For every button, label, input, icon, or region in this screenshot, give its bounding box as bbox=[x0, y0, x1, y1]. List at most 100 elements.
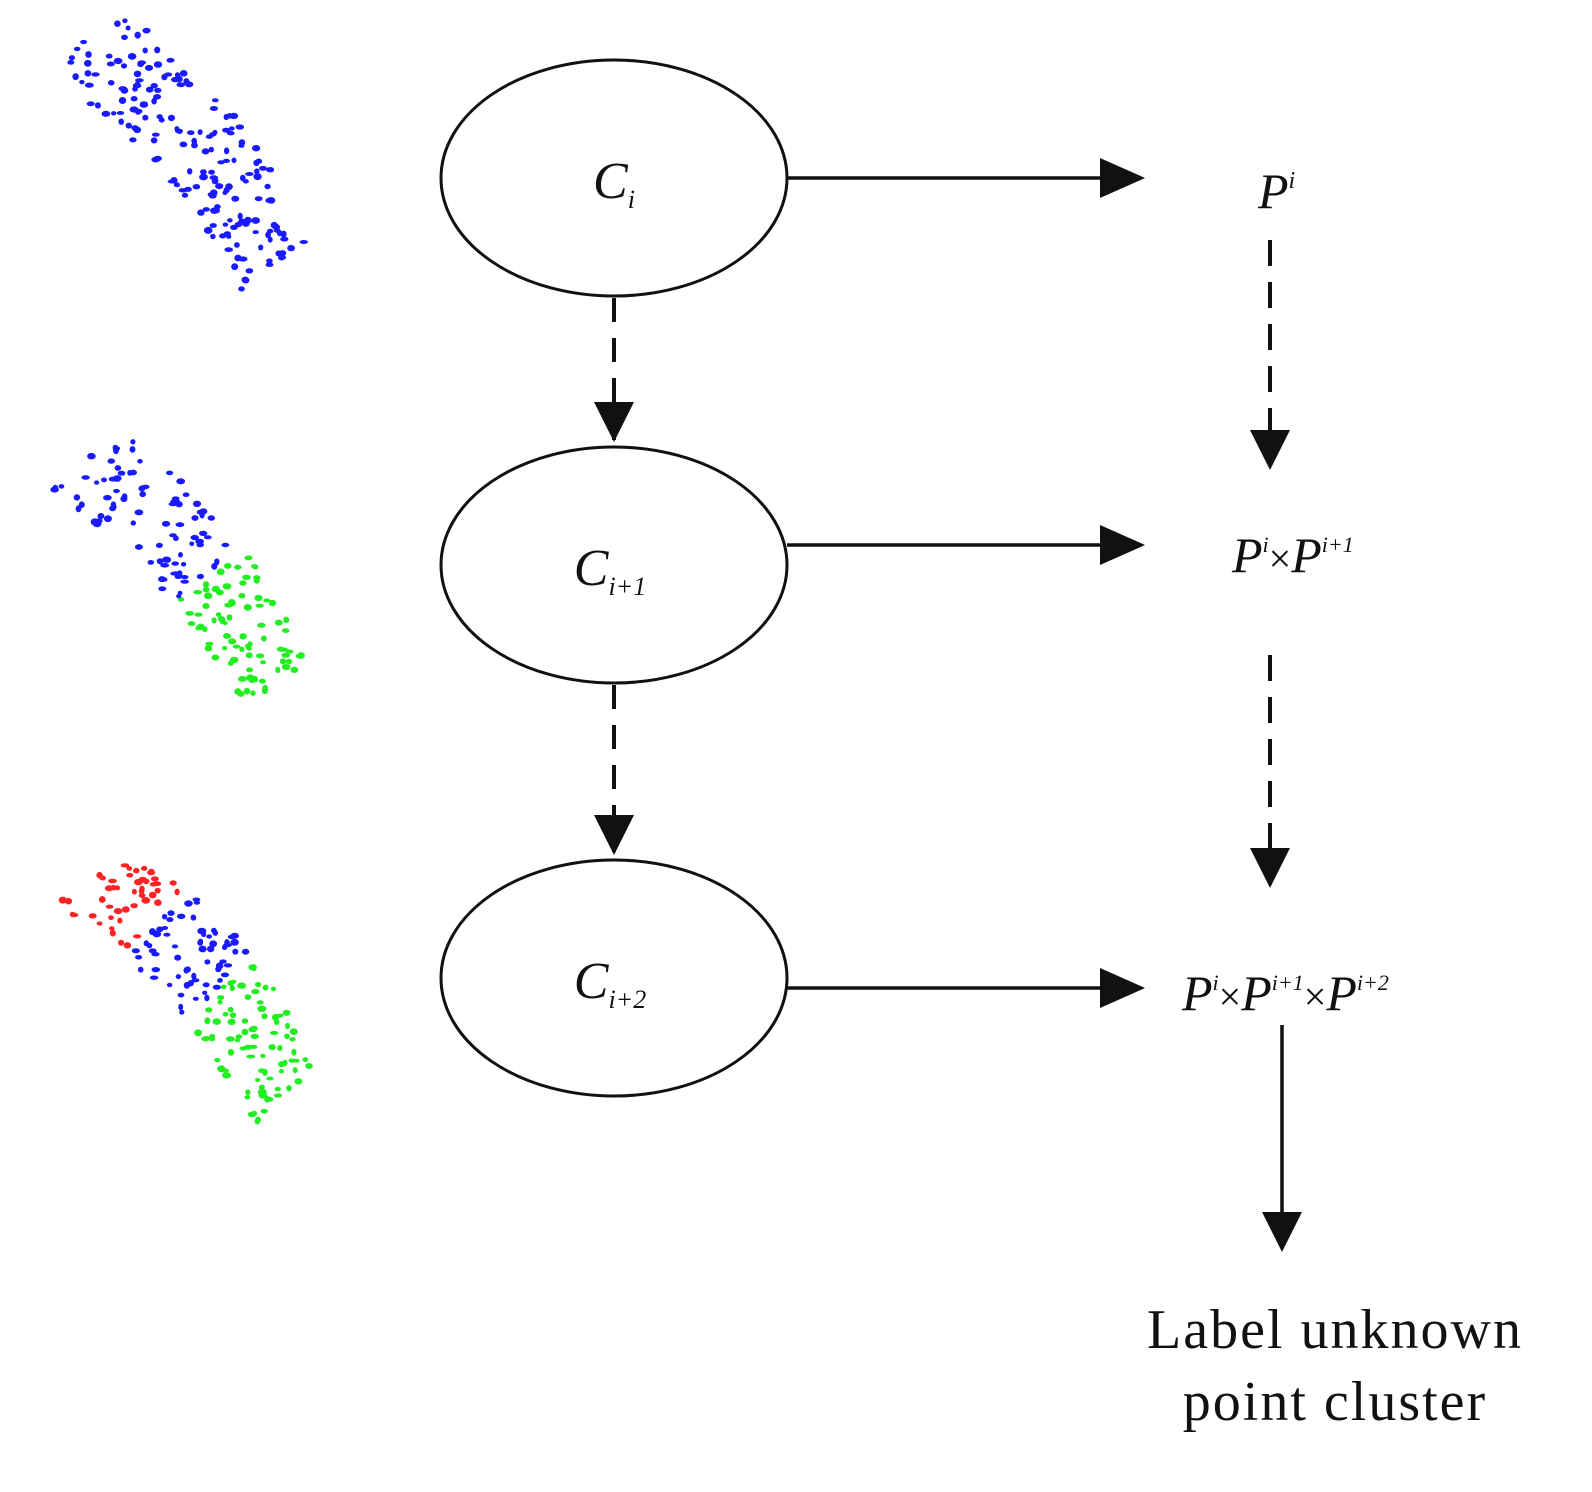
cloud-point bbox=[130, 96, 138, 102]
cloud-point bbox=[265, 262, 274, 268]
cloud-point bbox=[171, 561, 179, 566]
cloud-point bbox=[181, 192, 189, 198]
cloud-point bbox=[202, 626, 208, 633]
cloud-point bbox=[243, 604, 252, 611]
cloud-point bbox=[126, 866, 133, 871]
cloud-point bbox=[158, 586, 167, 592]
cloud-point bbox=[204, 645, 213, 652]
cloud-point bbox=[251, 965, 257, 972]
cloud-point bbox=[91, 72, 100, 77]
cloud-point bbox=[137, 60, 147, 65]
cloud-point bbox=[180, 562, 187, 567]
cloud-point bbox=[156, 926, 164, 933]
arrowhead-p0 bbox=[1100, 158, 1145, 198]
cloud-point bbox=[241, 276, 250, 283]
cloud-point bbox=[245, 1089, 251, 1096]
cloud-point bbox=[120, 863, 130, 868]
cloud-point bbox=[213, 207, 220, 214]
cloud-point bbox=[238, 139, 246, 146]
cloud-point bbox=[230, 932, 239, 939]
cloud-point bbox=[244, 1095, 251, 1100]
cloud-point bbox=[176, 478, 186, 485]
cloud-point bbox=[181, 575, 189, 580]
cloud-point bbox=[209, 132, 217, 137]
cloud-point bbox=[260, 635, 267, 642]
cloud-point bbox=[280, 236, 289, 242]
cloud-point bbox=[81, 475, 90, 480]
cloud-point bbox=[143, 940, 149, 947]
cloud-point bbox=[274, 1086, 281, 1092]
cloud-point bbox=[190, 914, 197, 921]
cloud-point bbox=[101, 477, 107, 483]
cloud-point bbox=[246, 667, 254, 673]
cloud-point bbox=[133, 70, 142, 78]
dashed-arrowhead-ci2 bbox=[594, 815, 634, 855]
cloud-point bbox=[130, 439, 136, 445]
cloud-point bbox=[86, 101, 95, 107]
cloud-point bbox=[229, 1012, 237, 1019]
cloud-point bbox=[104, 885, 114, 892]
cloud-point bbox=[135, 78, 144, 83]
cloud-point bbox=[217, 995, 225, 1000]
cloud-point bbox=[120, 63, 128, 69]
cloud-point bbox=[204, 592, 213, 600]
classifier-node-ci1: Ci+1 bbox=[439, 445, 789, 685]
cloud-point bbox=[217, 616, 226, 622]
cloud-point bbox=[174, 499, 181, 504]
cloud-point bbox=[166, 917, 174, 923]
cloud-point bbox=[173, 182, 180, 188]
cloud-point bbox=[58, 896, 67, 904]
cloud-point bbox=[177, 992, 185, 998]
cloud-point bbox=[96, 871, 103, 879]
cloud-point bbox=[287, 244, 295, 252]
cloud-point bbox=[85, 51, 92, 58]
cloud-point bbox=[219, 233, 227, 239]
cloud-point bbox=[113, 57, 123, 65]
cloud-point bbox=[192, 897, 201, 902]
cloud-point bbox=[250, 1025, 258, 1031]
cloud-point bbox=[244, 994, 252, 1000]
cloud-point bbox=[214, 1058, 221, 1063]
arrowhead-p2 bbox=[1100, 968, 1145, 1008]
cloud-point bbox=[107, 458, 116, 464]
cloud-point bbox=[109, 929, 116, 937]
cloud-point bbox=[267, 236, 273, 243]
cloud-point bbox=[184, 900, 193, 907]
cloud-point bbox=[251, 988, 260, 995]
cloud-point bbox=[277, 1045, 283, 1051]
cloud-point bbox=[147, 870, 156, 876]
cloud-point bbox=[67, 60, 75, 65]
cloud-point bbox=[94, 480, 100, 485]
cloud-point bbox=[270, 986, 277, 992]
product-label-p1: Pi×Pi+1 bbox=[1231, 527, 1354, 583]
cloud-point bbox=[231, 263, 239, 271]
cloud-point bbox=[107, 80, 115, 86]
cloud-point bbox=[80, 39, 88, 45]
cloud-point bbox=[232, 948, 239, 955]
cloud-point bbox=[202, 982, 210, 988]
cloud-point bbox=[108, 476, 118, 482]
cloud-point bbox=[228, 126, 235, 131]
cloud-point bbox=[106, 61, 115, 67]
cloud-point bbox=[132, 86, 138, 92]
cloud-point bbox=[134, 544, 143, 550]
cloud-point bbox=[134, 509, 144, 516]
cloud-point bbox=[254, 196, 263, 202]
cloud-point bbox=[134, 31, 141, 39]
node-label-ci: Ci bbox=[593, 153, 635, 214]
cloud-point bbox=[148, 891, 157, 899]
cloud-point bbox=[215, 966, 222, 973]
cloud-point bbox=[64, 897, 73, 905]
cloud-point bbox=[177, 913, 186, 919]
cloud-point bbox=[190, 534, 199, 541]
cloud-point bbox=[207, 945, 215, 953]
cloud-point bbox=[129, 137, 137, 143]
cloud-point bbox=[118, 97, 127, 104]
cloud-point bbox=[239, 633, 247, 640]
cloud-point bbox=[204, 1017, 211, 1025]
cloud-point bbox=[294, 1078, 303, 1085]
cloud-point bbox=[237, 676, 247, 682]
cloud-point bbox=[139, 491, 146, 498]
cloud-point bbox=[187, 130, 195, 136]
cloud-point bbox=[215, 612, 222, 617]
